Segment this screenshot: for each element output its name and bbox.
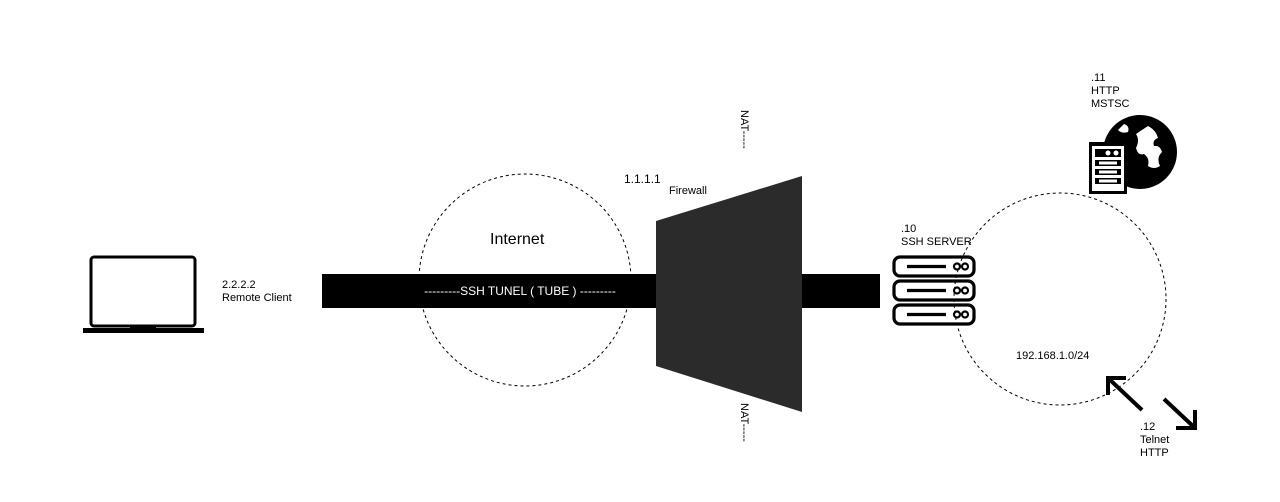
server-rack-icon [892, 255, 976, 326]
host-12-service-2: HTTP [1140, 447, 1169, 459]
host-12-ip: .12 [1140, 421, 1156, 433]
firewall-label: Firewall [669, 185, 707, 197]
host-11-service-1: HTTP [1091, 85, 1120, 97]
firewall-shape [656, 176, 802, 412]
client-ip: 2.2.2.2 [222, 279, 256, 291]
client-label: Remote Client [222, 292, 292, 304]
host-11-service-2: MSTSC [1091, 98, 1130, 110]
laptop-icon [83, 255, 204, 333]
lan-circle [953, 192, 1167, 406]
ssh-tunnel-label: ---------SSH TUNEL ( TUBE ) --------- [424, 284, 616, 298]
nat-label-top: NAT----- [738, 110, 750, 149]
ssh-tunnel-bar-right [802, 274, 880, 308]
host-12-service-1: Telnet [1140, 434, 1170, 446]
ssh-server-ip: .10 [901, 223, 917, 235]
ssh-server-label: SSH SERVER [901, 236, 972, 248]
ssh-tunnel-bar [322, 274, 718, 308]
internet-label: Internet [490, 231, 545, 248]
firewall-ip: 1.1.1.1 [624, 172, 661, 186]
double-arrow-icon [1106, 376, 1197, 430]
lan-subnet-label: 192.168.1.0/24 [1016, 350, 1090, 362]
web-server-globe-icon [1089, 115, 1177, 194]
nat-label-bottom: NAT----- [738, 403, 750, 442]
host-11-ip: .11 [1091, 72, 1106, 84]
